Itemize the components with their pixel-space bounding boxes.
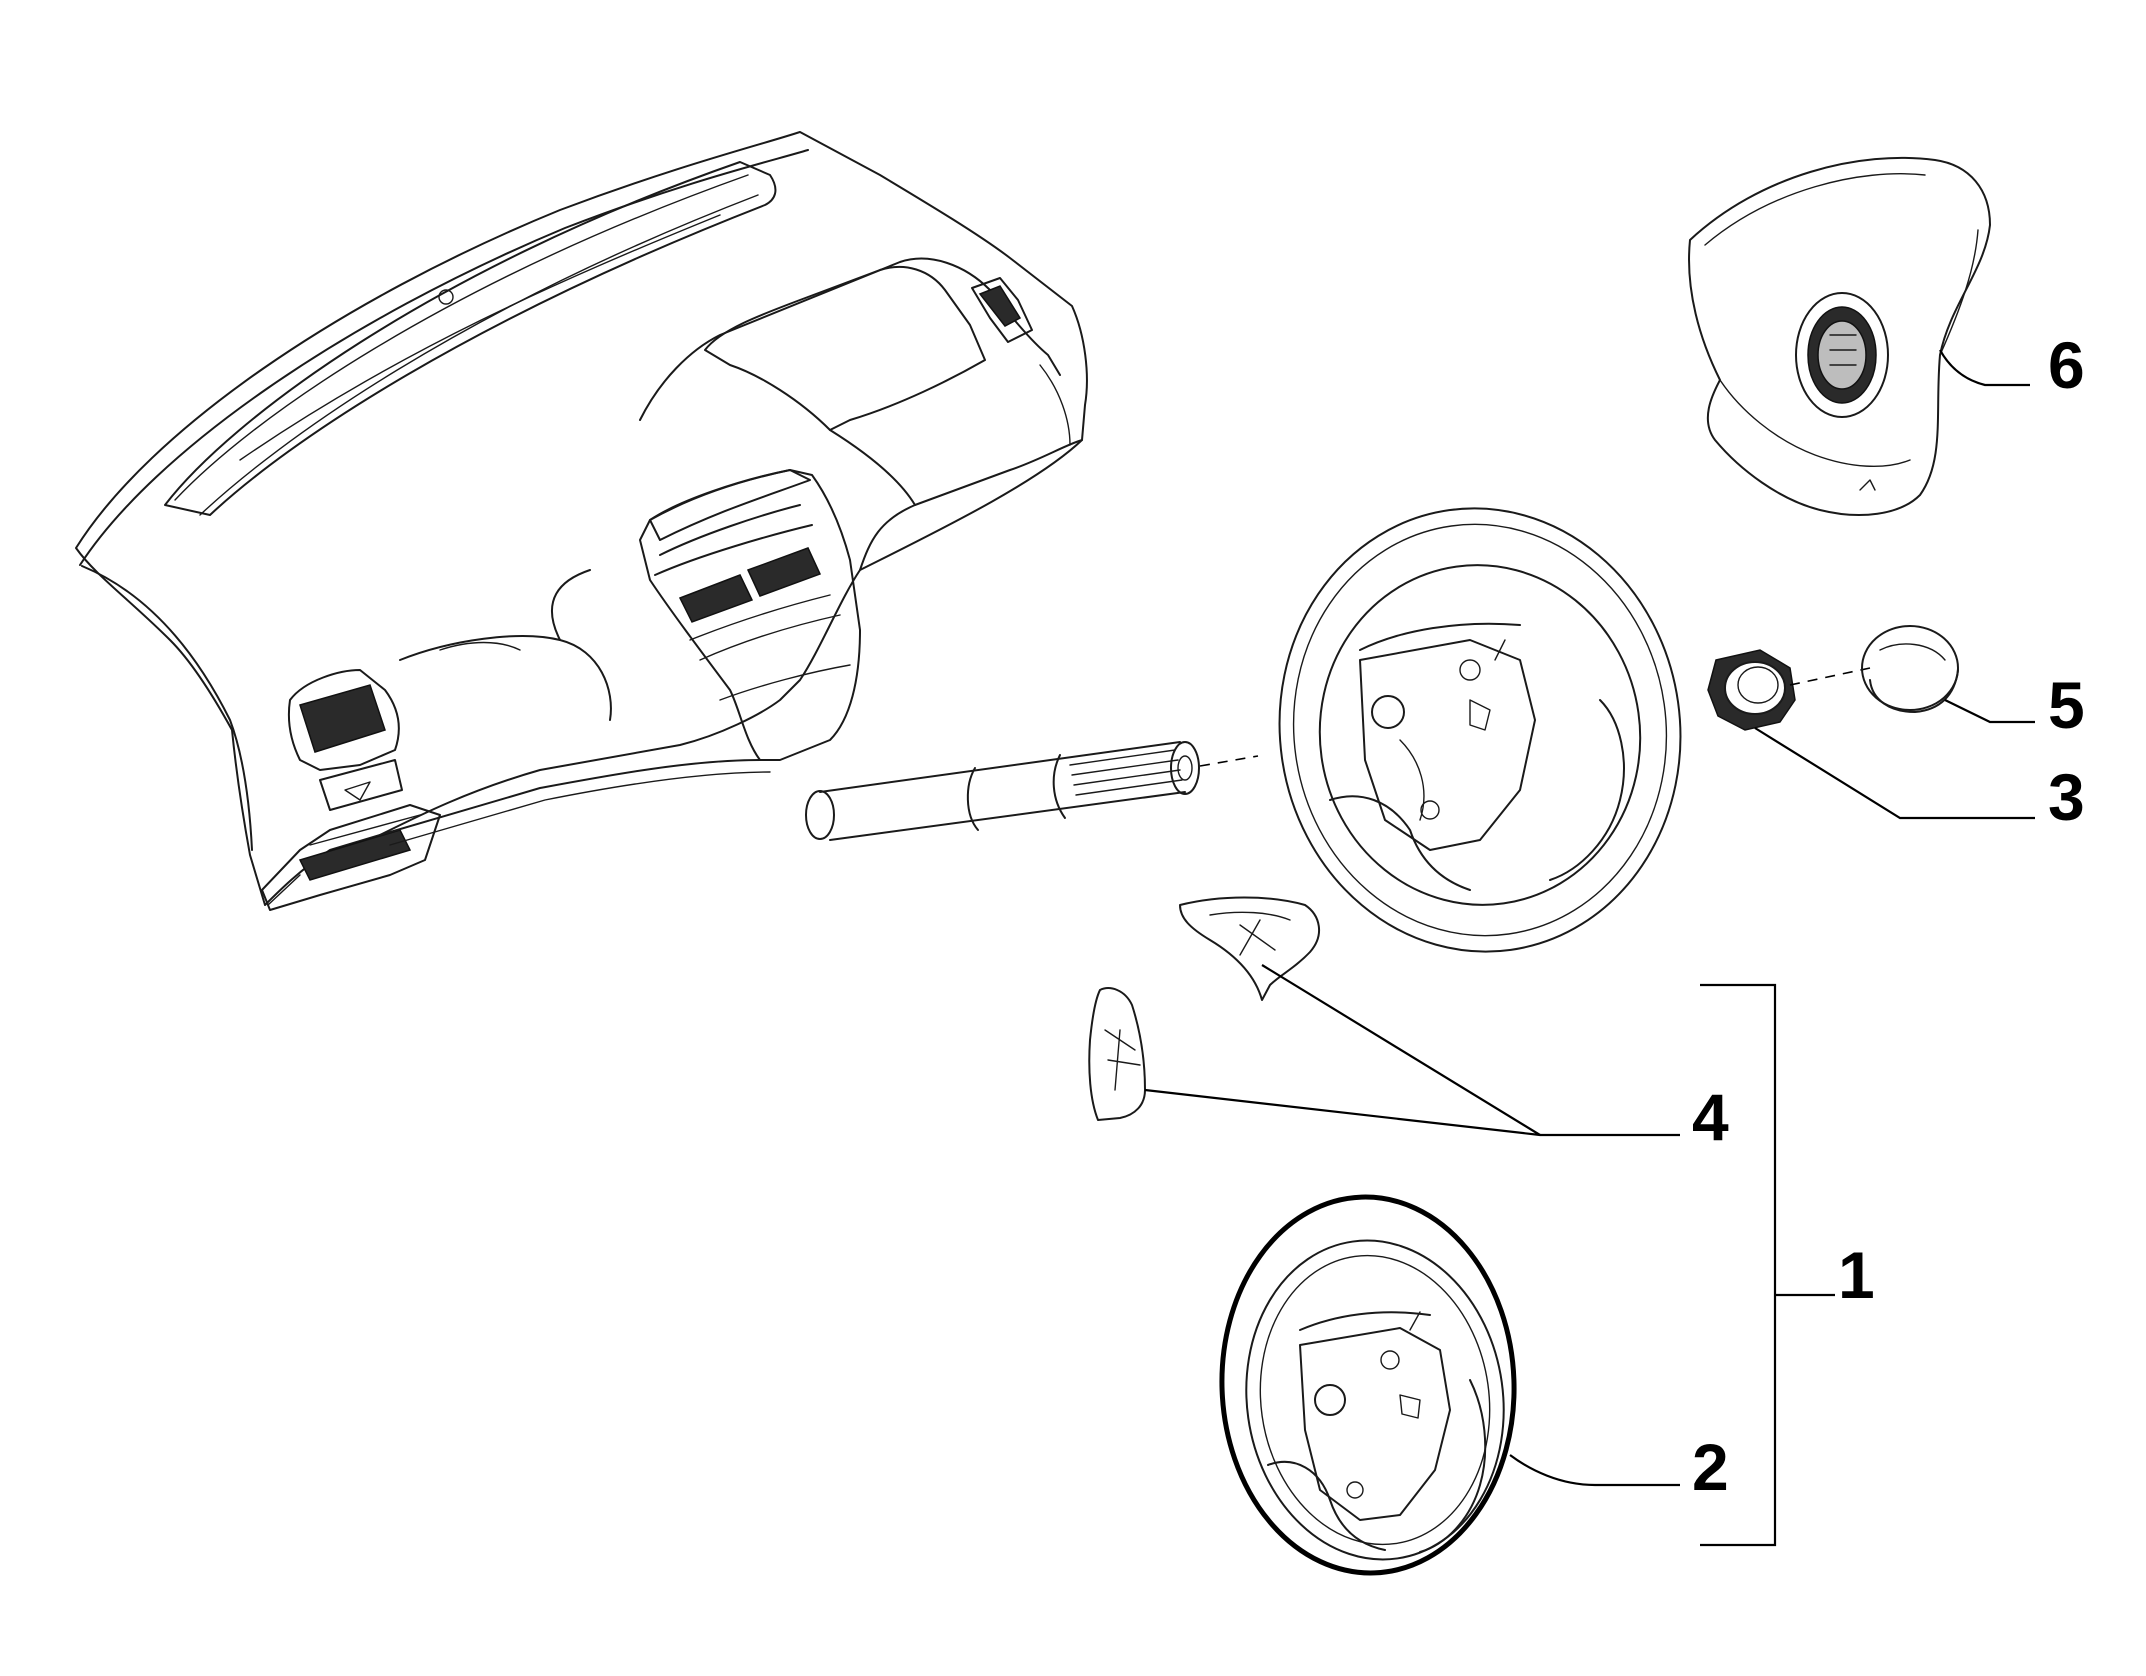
callout-2: 2	[1692, 1430, 1729, 1504]
callout-6: 6	[2048, 328, 2085, 402]
steering-wheel-2-illustration	[1219, 1194, 1517, 1576]
axis-line-cap	[1789, 667, 1871, 686]
axis-line	[1199, 755, 1259, 767]
callout-4: 4	[1692, 1080, 1729, 1154]
callout-3: 3	[2048, 760, 2085, 834]
leader-2	[1509, 1454, 1680, 1487]
centre-cap-illustration	[1861, 625, 1959, 713]
leader-5	[1944, 699, 2035, 724]
leader-3	[1754, 727, 2035, 820]
hub-adapter-illustration	[1707, 649, 1796, 731]
airbag-illustration	[1688, 156, 1991, 516]
callout-1: 1	[1838, 1238, 1875, 1312]
dashboard-illustration	[75, 131, 1088, 911]
spoke-cover-right-illustration	[1179, 896, 1320, 1001]
leader-lines	[1144, 349, 2035, 1547]
leader-6	[1939, 349, 2030, 387]
leader-4a	[1261, 964, 1541, 1136]
spoke-cover-left-illustration	[1088, 987, 1146, 1121]
leader-4b	[1144, 1088, 1680, 1137]
steering-column-illustration	[805, 741, 1200, 841]
steering-wheel-illustration	[1278, 507, 1682, 953]
callout-5: 5	[2048, 668, 2085, 742]
bracket-1	[1700, 983, 1777, 1547]
